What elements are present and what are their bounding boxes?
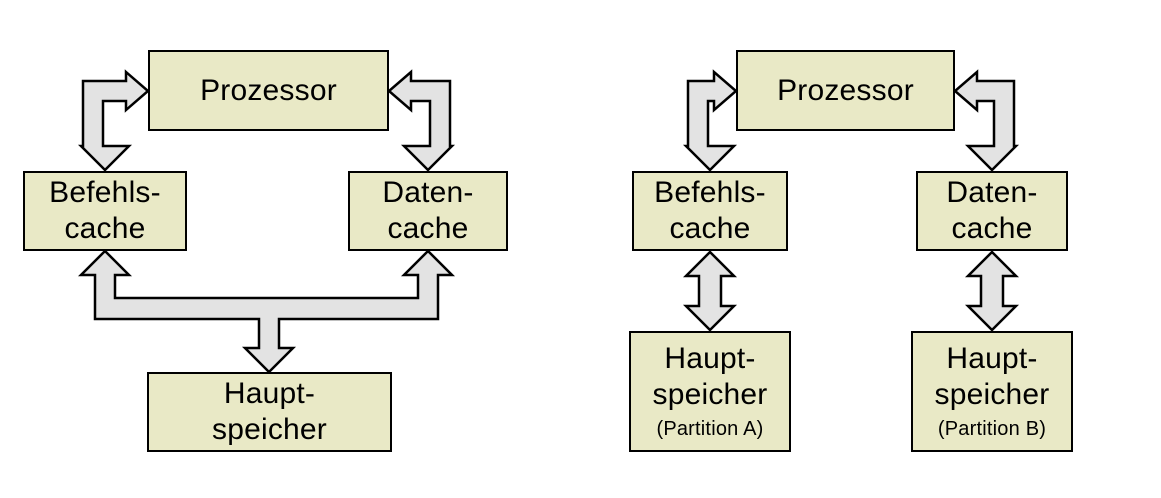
left-instruction-cache-label-line2: cache — [64, 212, 146, 245]
left-processor-box: Prozessor — [148, 50, 389, 131]
arrow-left-processor-instruction-cache-icon — [77, 69, 150, 172]
right-main-memory-partition-b-box: Haupt- speicher (Partition B) — [911, 331, 1073, 452]
right-processor-box: Prozessor — [736, 50, 955, 131]
left-processor-label: Prozessor — [200, 73, 337, 107]
right-instruction-cache-box: Befehls- cache — [632, 171, 788, 251]
left-main-memory-label-line1: Haupt- — [223, 377, 316, 410]
arrow-left-caches-main-memory-icon — [77, 249, 456, 374]
left-data-cache-label-line1: Daten- — [382, 176, 474, 209]
right-instruction-cache-label-line1: Befehls- — [654, 176, 766, 209]
left-main-memory-label-line2: speicher — [212, 413, 327, 446]
right-main-memory-a-label-line2: speicher — [652, 378, 768, 411]
arrow-right-processor-data-cache-icon — [953, 69, 1020, 172]
left-instruction-cache-box: Befehls- cache — [23, 171, 187, 251]
right-data-cache-label-line2: cache — [951, 212, 1033, 245]
right-main-memory-a-partition-note: (Partition A) — [656, 418, 764, 440]
right-data-cache-box: Daten- cache — [916, 171, 1068, 251]
right-processor-label: Prozessor — [777, 73, 914, 107]
right-main-memory-b-label-line1: Haupt- — [946, 342, 1038, 375]
arrow-right-instruction-cache-memory-a-icon — [682, 250, 738, 332]
arrow-right-data-cache-memory-b-icon — [964, 250, 1020, 332]
right-main-memory-partition-a-box: Haupt- speicher (Partition A) — [629, 331, 791, 452]
right-main-memory-b-partition-note: (Partition B) — [937, 418, 1047, 440]
left-main-memory-box: Haupt- speicher — [147, 372, 392, 452]
left-data-cache-label-line2: cache — [387, 212, 469, 245]
right-data-cache-label-line1: Daten- — [946, 176, 1038, 209]
right-main-memory-b-label-line2: speicher — [934, 378, 1050, 411]
left-instruction-cache-label-line1: Befehls- — [49, 176, 161, 209]
right-instruction-cache-label-line2: cache — [669, 212, 751, 245]
left-data-cache-box: Daten- cache — [348, 171, 508, 251]
arrow-right-processor-instruction-cache-icon — [682, 69, 738, 172]
right-main-memory-a-label-line1: Haupt- — [664, 342, 756, 375]
arrow-left-processor-data-cache-icon — [387, 69, 456, 172]
